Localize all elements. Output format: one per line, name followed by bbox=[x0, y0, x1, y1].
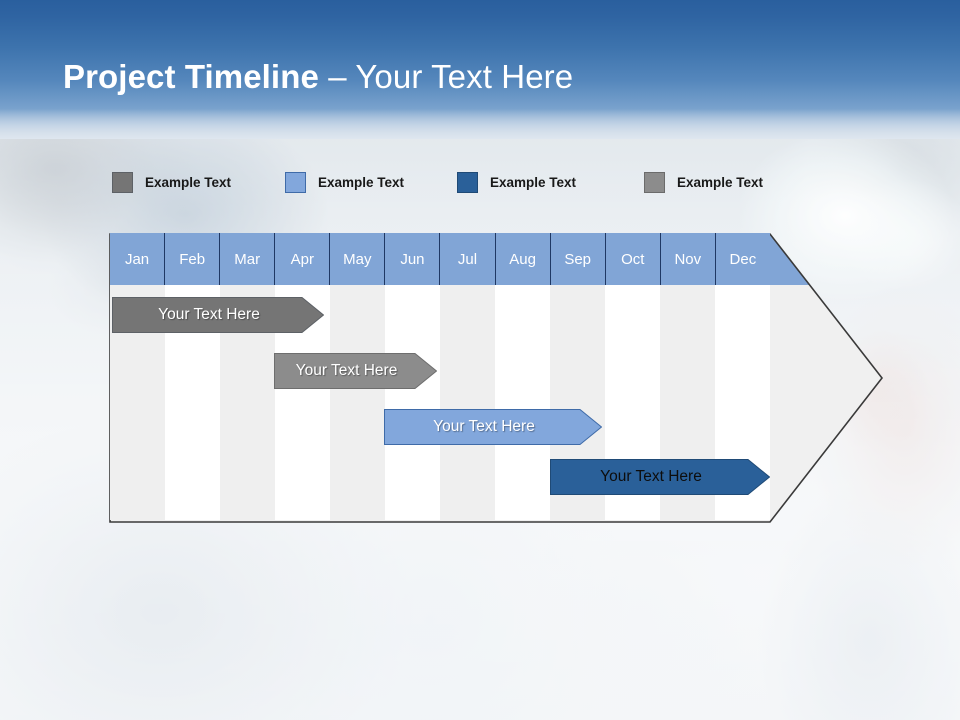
task-bar-3[interactable]: Your Text Here bbox=[384, 409, 602, 445]
legend-label-2: Example Text bbox=[318, 174, 405, 190]
month-header-nov[interactable]: Nov bbox=[660, 233, 716, 285]
legend-item-4[interactable]: Example Text bbox=[644, 170, 763, 194]
grid-column-may bbox=[330, 285, 385, 520]
month-header-jan[interactable]: Jan bbox=[110, 233, 166, 285]
legend-label-4: Example Text bbox=[677, 174, 764, 190]
page-title-separator: – bbox=[318, 58, 356, 95]
month-header-may[interactable]: May bbox=[330, 233, 386, 285]
legend-label-3: Example Text bbox=[490, 174, 577, 190]
task-bar-label-1: Your Text Here bbox=[158, 306, 260, 323]
legend-swatch-icon-3 bbox=[457, 171, 478, 193]
task-bar-shape-4 bbox=[550, 459, 770, 495]
task-bar-shape-1 bbox=[112, 297, 324, 333]
task-bar-4[interactable]: Your Text Here bbox=[550, 459, 770, 495]
grid-column-aug bbox=[495, 285, 550, 520]
month-header-jul[interactable]: Jul bbox=[440, 233, 496, 285]
legend-label-1: Example Text bbox=[145, 174, 232, 190]
task-bar-label-4: Your Text Here bbox=[600, 468, 702, 485]
page-title: Project Timeline – Your Text Here bbox=[63, 58, 573, 96]
legend-swatch-icon-2 bbox=[285, 171, 306, 193]
task-bar-1[interactable]: Your Text Here bbox=[112, 297, 324, 333]
month-header-apr[interactable]: Apr bbox=[275, 233, 331, 285]
month-header-sep[interactable]: Sep bbox=[550, 233, 606, 285]
legend-item-1[interactable]: Example Text bbox=[112, 170, 231, 194]
month-header-jun[interactable]: Jun bbox=[385, 233, 441, 285]
title-banner: Project Timeline – Your Text Here bbox=[0, 0, 960, 139]
month-header-feb[interactable]: Feb bbox=[165, 233, 221, 285]
legend-item-2[interactable]: Example Text bbox=[285, 170, 404, 194]
month-header-aug[interactable]: Aug bbox=[495, 233, 551, 285]
legend-swatch-icon-1 bbox=[112, 171, 133, 193]
legend-swatch-icon-4 bbox=[644, 171, 665, 193]
task-bar-label-3: Your Text Here bbox=[433, 418, 535, 435]
task-bar-shape-2 bbox=[274, 353, 437, 389]
month-header-oct[interactable]: Oct bbox=[605, 233, 661, 285]
task-bar-label-2: Your Text Here bbox=[295, 362, 398, 379]
legend-item-3[interactable]: Example Text bbox=[457, 170, 576, 194]
task-bar-2[interactable]: Your Text Here bbox=[274, 353, 437, 389]
grid-column-jul bbox=[440, 285, 495, 520]
task-bar-shape-3 bbox=[384, 409, 602, 445]
grid-column-jun bbox=[385, 285, 440, 520]
month-header-dec[interactable]: Dec bbox=[715, 233, 770, 285]
legend: Example Text Example Text Example Text Exam… bbox=[112, 170, 812, 194]
page-title-light: Your Text Here bbox=[355, 58, 574, 95]
page-title-strong: Project Timeline bbox=[63, 58, 319, 95]
month-header-mar[interactable]: Mar bbox=[220, 233, 276, 285]
